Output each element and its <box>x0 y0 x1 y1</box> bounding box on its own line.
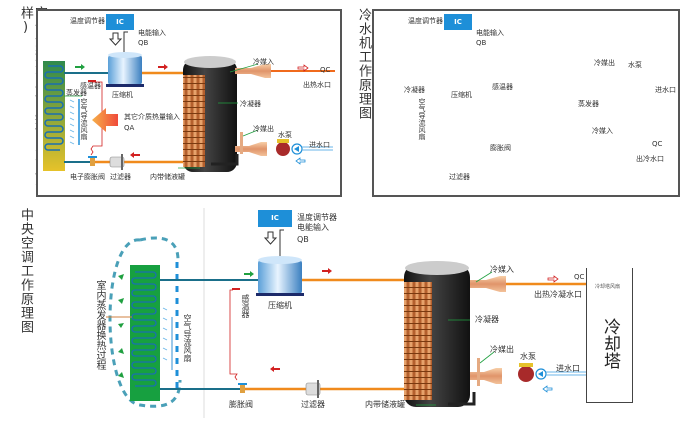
refrig-out-label-2: 冷媒出 <box>594 59 615 67</box>
refrig-out-label-1: 冷媒出 <box>253 125 274 133</box>
filter-body <box>109 156 125 168</box>
qc-label-3: QC <box>574 273 585 281</box>
fan-label-3: 空气导流风扇 <box>183 314 192 362</box>
fan-label-1: 空气导流风扇 <box>80 98 88 140</box>
evaporator-label-2: 蒸发器 <box>578 100 599 108</box>
tower-label: 冷却塔 <box>600 318 620 369</box>
ic-box-1: IC <box>106 14 134 30</box>
compressor-body <box>108 55 142 85</box>
filter-label-2: 过滤器 <box>449 173 470 181</box>
filter-label-1: 过滤器 <box>110 173 131 181</box>
power-input-label-3: 电能输入 <box>297 223 329 232</box>
condenser-label-2: 冷凝器 <box>404 86 425 94</box>
chiller-panel <box>372 9 680 197</box>
indoor-evaporator-label: 室内蒸发器换热过程 <box>94 280 105 370</box>
tank-label-3: 内带储液罐 <box>365 400 405 409</box>
exp-valve-label-3: 膨胀阀 <box>229 400 253 409</box>
hot-outlet-label-1: 出热水口 <box>303 81 331 89</box>
qb-label-1: QB <box>138 39 149 47</box>
temp-regulator-label-3: 温度调节器 <box>297 213 337 222</box>
hot-cond-outlet-label-3: 出热冷凝水口 <box>534 290 582 299</box>
cooling-tower: 冷却塔风扇 冷却塔 <box>586 268 633 403</box>
other-heat-label-1: 其它介质热量输入 <box>124 113 180 121</box>
air-loop-arrows <box>108 236 182 408</box>
inlet-label-1: 进水口 <box>309 141 330 149</box>
refrig-out-label-3: 冷媒出 <box>490 345 514 354</box>
inlet-label-3: 进水口 <box>556 364 580 373</box>
evaporator-label-1: 蒸发器 <box>66 89 87 97</box>
condenser-label-1: 冷凝器 <box>240 100 261 108</box>
compressor-label-3: 压缩机 <box>268 301 292 310</box>
inlet-label-2: 进水口 <box>655 86 676 94</box>
central-ac-title: 中央空调工作原理图 <box>18 208 33 334</box>
temp-regulator-label-1: 温度调节器 <box>70 17 105 25</box>
fan-label-2: 空气导流风扇 <box>418 98 426 140</box>
qc-label-1: QC <box>320 66 331 74</box>
qb-label-3: QB <box>297 235 309 244</box>
tank-label-1: 内带储液罐 <box>150 173 185 181</box>
cold-outlet-label-2: 出冷水口 <box>636 155 664 163</box>
tower-fan-label: 冷却塔风扇 <box>595 284 621 290</box>
filter-3 <box>305 382 321 396</box>
heat-input-arrow <box>92 108 118 132</box>
filter-label-3: 过滤器 <box>301 400 325 409</box>
pump-label-1: 水泵 <box>278 131 292 139</box>
air-source-graphics <box>43 31 335 172</box>
temp-regulator-label-2: 温度调节器 <box>408 17 443 25</box>
condenser-label-3: 冷凝器 <box>475 315 499 324</box>
refrig-in-label-1: 冷媒入 <box>253 58 274 66</box>
central-ac-graphics <box>106 208 630 418</box>
exp-valve-label-1: 电子膨胀阀 <box>70 173 105 181</box>
power-input-label-2: 电能输入 <box>476 29 504 37</box>
compressor-label-1: 压缩机 <box>112 91 133 99</box>
sensor-label-2: 感温器 <box>492 83 513 91</box>
compressor-label-2: 压缩机 <box>451 91 472 99</box>
ic-box-3: IC <box>258 210 292 227</box>
exp-valve-label-2: 膨胀阀 <box>490 144 511 152</box>
refrig-in-label-3: 冷媒入 <box>490 265 514 274</box>
pump-label-3: 水泵 <box>520 352 536 361</box>
evaporator-coil <box>44 65 64 151</box>
ic-box-2: IC <box>444 14 472 30</box>
refrig-in-label-2: 冷媒入 <box>592 127 613 135</box>
sensor-label-3: 感温器 <box>241 294 250 318</box>
qb-label-2: QB <box>476 39 487 47</box>
qa-label-1: QA <box>124 124 135 132</box>
pump-label-2: 水泵 <box>628 61 642 69</box>
power-input-label-1: 电能输入 <box>138 29 166 37</box>
qc-label-2: QC <box>652 140 663 148</box>
chiller-title: 冷水机工作原理图 <box>356 8 371 120</box>
sensor-label-1: 感温器 <box>80 82 101 90</box>
pump-body <box>276 142 290 156</box>
